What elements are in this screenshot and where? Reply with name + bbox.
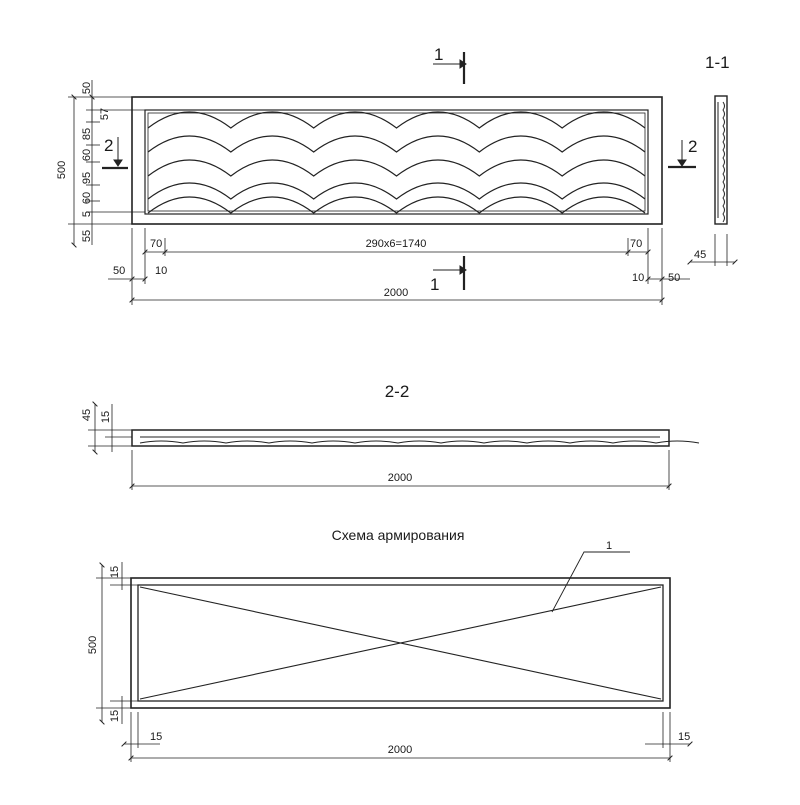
- cut-2-label-left: 2: [104, 136, 113, 155]
- slab-outline: [131, 96, 663, 225]
- horizontal-dimensions-plan: [108, 228, 690, 305]
- cut-2-marker-left: [102, 137, 128, 170]
- dim-offset-left-50: 50: [113, 265, 125, 277]
- wave-row: [147, 111, 646, 129]
- reinforcement-view: [130, 551, 671, 709]
- rebar-leader-number: 1: [606, 540, 612, 552]
- cut-1-marker-bottom: [433, 256, 467, 290]
- cut-1-label-top: 1: [434, 45, 443, 64]
- dim-v-5: 5: [81, 211, 93, 217]
- dim-v-85: 85: [81, 128, 93, 140]
- profile-thickness-45: 45: [694, 249, 706, 261]
- section-2-2-title: 2-2: [385, 382, 410, 401]
- dim-width-2000-rebar: 2000: [388, 744, 412, 756]
- dim-offset-right-10: 10: [632, 272, 644, 284]
- rebar-diagonal-b: [139, 586, 662, 700]
- cut-1-label-bottom: 1: [430, 275, 439, 294]
- slab-plan-view: [131, 96, 663, 225]
- dim-rebar-left-15: 15: [150, 731, 162, 743]
- vertical-dimension-chain: [68, 80, 145, 248]
- rebar-leader: [551, 551, 630, 613]
- dim-v-50: 50: [81, 82, 93, 94]
- section-dimensions: [88, 401, 672, 490]
- dim-v-95: 95: [81, 172, 93, 184]
- wave-row: [147, 196, 646, 214]
- section-1-1-title: 1-1: [705, 53, 730, 72]
- dim-rebar-top-15: 15: [109, 566, 121, 578]
- dim-v-60a: 60: [81, 149, 93, 161]
- dim-width-2000-section: 2000: [388, 472, 412, 484]
- wave-pattern: [147, 111, 646, 214]
- dim-offset-right-50: 50: [668, 272, 680, 284]
- dim-v-57: 57: [99, 108, 111, 120]
- dim-height-500: 500: [56, 161, 68, 179]
- dim-v-55: 55: [81, 230, 93, 242]
- dim-offset-left-10: 10: [155, 265, 167, 277]
- dim-width-2000-plan: 2000: [384, 287, 408, 299]
- dim-mid-1740: 290x6=1740: [366, 238, 427, 250]
- side-profile: [687, 95, 738, 266]
- cut-2-marker-right: [668, 140, 696, 169]
- wave-row: [147, 135, 646, 153]
- dim-section-15: 15: [100, 411, 112, 423]
- dim-section-45: 45: [81, 409, 93, 421]
- dim-right-70: 70: [630, 238, 642, 250]
- reinforcement-dimensions: [96, 562, 693, 762]
- dim-v-60b: 60: [81, 192, 93, 204]
- dim-rebar-right-15: 15: [678, 731, 690, 743]
- dim-left-70: 70: [150, 238, 162, 250]
- cut-2-label-right: 2: [688, 137, 697, 156]
- slab-section-view: [131, 429, 700, 447]
- wave-row: [147, 159, 646, 177]
- dim-rebar-bottom-15: 15: [109, 710, 121, 722]
- slab-inner-border: [144, 109, 649, 215]
- wave-row: [147, 182, 646, 200]
- dim-rebar-height-500: 500: [87, 636, 99, 654]
- reinforcement-title: Схема армирования: [332, 527, 465, 543]
- cut-1-marker-top: [433, 52, 467, 84]
